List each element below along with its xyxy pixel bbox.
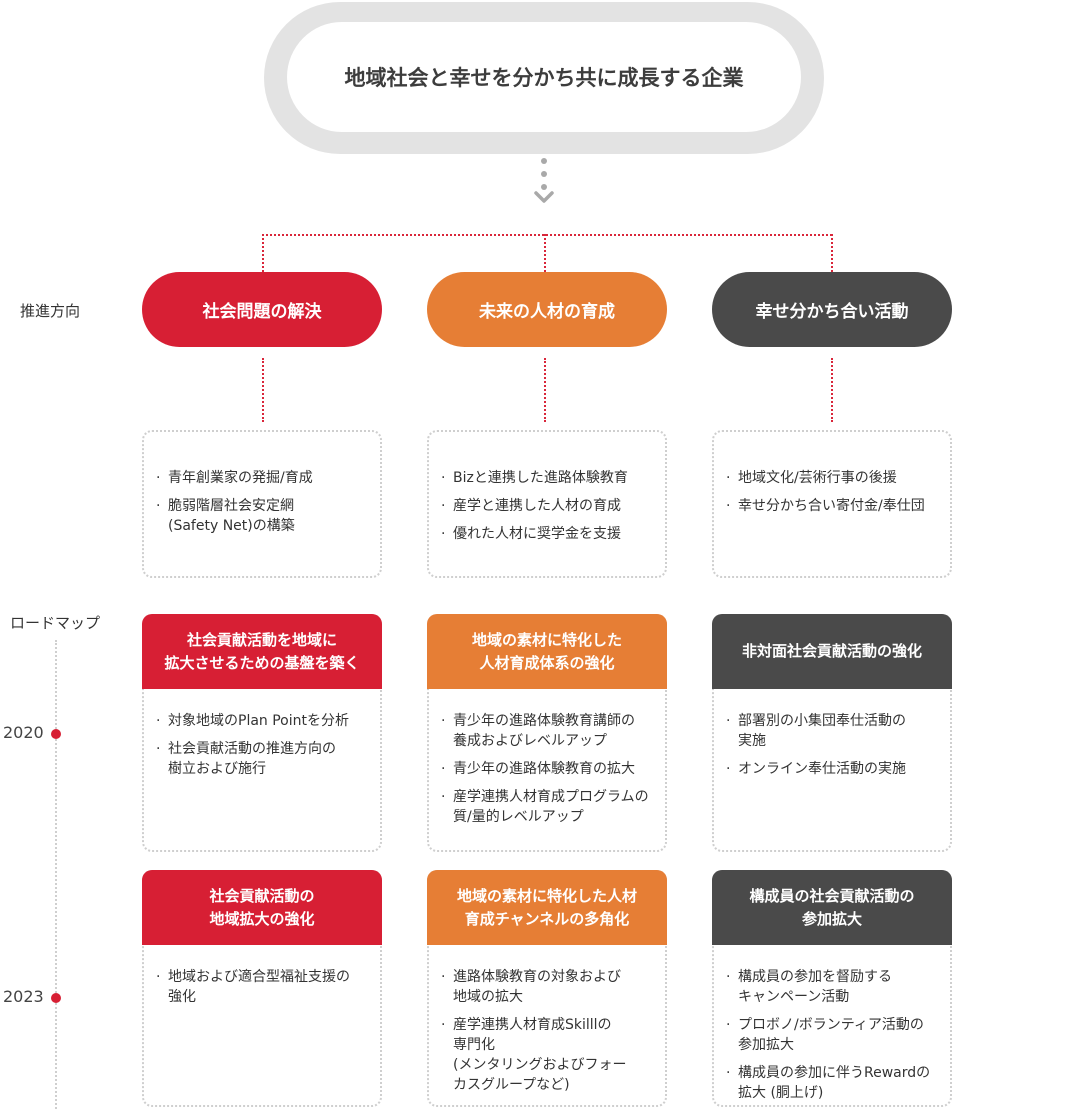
list-item: 青少年の進路体験教育の拡大	[441, 759, 655, 779]
list-item: 産学と連携した人材の育成	[441, 496, 655, 516]
list-item: 部署別の小集団奉仕活動の 実施	[726, 711, 940, 751]
list-item: Bizと連携した進路体験教育	[441, 468, 655, 488]
timeline-line	[55, 640, 57, 1109]
direction-pill-social-issues: 社会問題の解決	[142, 272, 382, 347]
list-item: 対象地域のPlan Pointを分析	[156, 711, 370, 731]
roadmap-card-title: 社会貢献活動を地域に 拡大させるための基盤を築く	[142, 614, 382, 689]
arrow-dot	[541, 184, 547, 190]
list-item: 産学連携人材育成Skilllの 専門化 (メンタリングおよびフォー カスグループ…	[441, 1015, 655, 1095]
list-item: 幸せ分かち合い寄付金/奉仕団	[726, 496, 940, 516]
arrow-dot	[541, 171, 547, 177]
list-item: 脆弱階層社会安定網 (Safety Net)の構築	[156, 496, 370, 536]
list-item: 青少年の進路体験教育講師の 養成およびレベルアップ	[441, 711, 655, 751]
list-item: 社会貢献活動の推進方向の 樹立および施行	[156, 739, 370, 779]
list-item: 地域および適合型福祉支援の 強化	[156, 967, 370, 1007]
connector	[544, 358, 546, 422]
connector	[262, 358, 264, 422]
roadmap-label: ロードマップ	[10, 614, 101, 632]
goal-title: 地域社会と幸せを分かち共に成長する企業	[287, 22, 801, 132]
roadmap-card: 非対面社会貢献活動の強化 部署別の小集団奉仕活動の 実施 オンライン奉仕活動の実…	[712, 614, 952, 852]
direction-box: Bizと連携した進路体験教育 産学と連携した人材の育成 優れた人材に奨学金を支援	[427, 430, 667, 578]
year-label: 2023	[3, 987, 44, 1006]
list-item: 地域文化/芸術行事の後援	[726, 468, 940, 488]
roadmap-card: 地域の素材に特化した人材 育成チャンネルの多角化 進路体験教育の対象および 地域…	[427, 870, 667, 1107]
roadmap-card-title: 地域の素材に特化した人材 育成チャンネルの多角化	[427, 870, 667, 945]
roadmap-card-title: 地域の素材に特化した 人材育成体系の強化	[427, 614, 667, 689]
connector-horizontal	[262, 234, 832, 236]
connector	[831, 358, 833, 422]
connector	[262, 234, 264, 272]
list-item: 構成員の参加に伴うRewardの 拡大 (胴上げ)	[726, 1063, 940, 1103]
year-label: 2020	[3, 723, 44, 742]
roadmap-card-title: 非対面社会貢献活動の強化	[712, 614, 952, 689]
roadmap-card: 社会貢献活動を地域に 拡大させるための基盤を築く 対象地域のPlan Point…	[142, 614, 382, 852]
direction-pill-future-talent: 未来の人材の育成	[427, 272, 667, 347]
list-item: 青年創業家の発掘/育成	[156, 468, 370, 488]
roadmap-card-title: 構成員の社会貢献活動の 参加拡大	[712, 870, 952, 945]
list-item: プロボノ/ボランティア活動の 参加拡大	[726, 1015, 940, 1055]
list-item: オンライン奉仕活動の実施	[726, 759, 940, 779]
roadmap-card: 社会貢献活動の 地域拡大の強化 地域および適合型福祉支援の 強化	[142, 870, 382, 1107]
direction-box: 青年創業家の発掘/育成 脆弱階層社会安定網 (Safety Net)の構築	[142, 430, 382, 578]
connector	[544, 234, 546, 272]
list-item: 産学連携人材育成プログラムの 質/量的レベルアップ	[441, 787, 655, 827]
roadmap-card-title: 社会貢献活動の 地域拡大の強化	[142, 870, 382, 945]
timeline-dot	[51, 729, 61, 739]
direction-pill-happiness-sharing: 幸せ分かち合い活動	[712, 272, 952, 347]
chevron-down-icon	[534, 191, 554, 203]
list-item: 優れた人材に奨学金を支援	[441, 524, 655, 544]
list-item: 構成員の参加を督励する キャンペーン活動	[726, 967, 940, 1007]
connector	[831, 234, 833, 272]
direction-box: 地域文化/芸術行事の後援 幸せ分かち合い寄付金/奉仕団	[712, 430, 952, 578]
direction-label: 推進方向	[20, 302, 81, 320]
arrow-dot	[541, 158, 547, 164]
roadmap-card: 地域の素材に特化した 人材育成体系の強化 青少年の進路体験教育講師の 養成および…	[427, 614, 667, 852]
timeline-dot	[51, 993, 61, 1003]
roadmap-card: 構成員の社会貢献活動の 参加拡大 構成員の参加を督励する キャンペーン活動 プロ…	[712, 870, 952, 1107]
list-item: 進路体験教育の対象および 地域の拡大	[441, 967, 655, 1007]
